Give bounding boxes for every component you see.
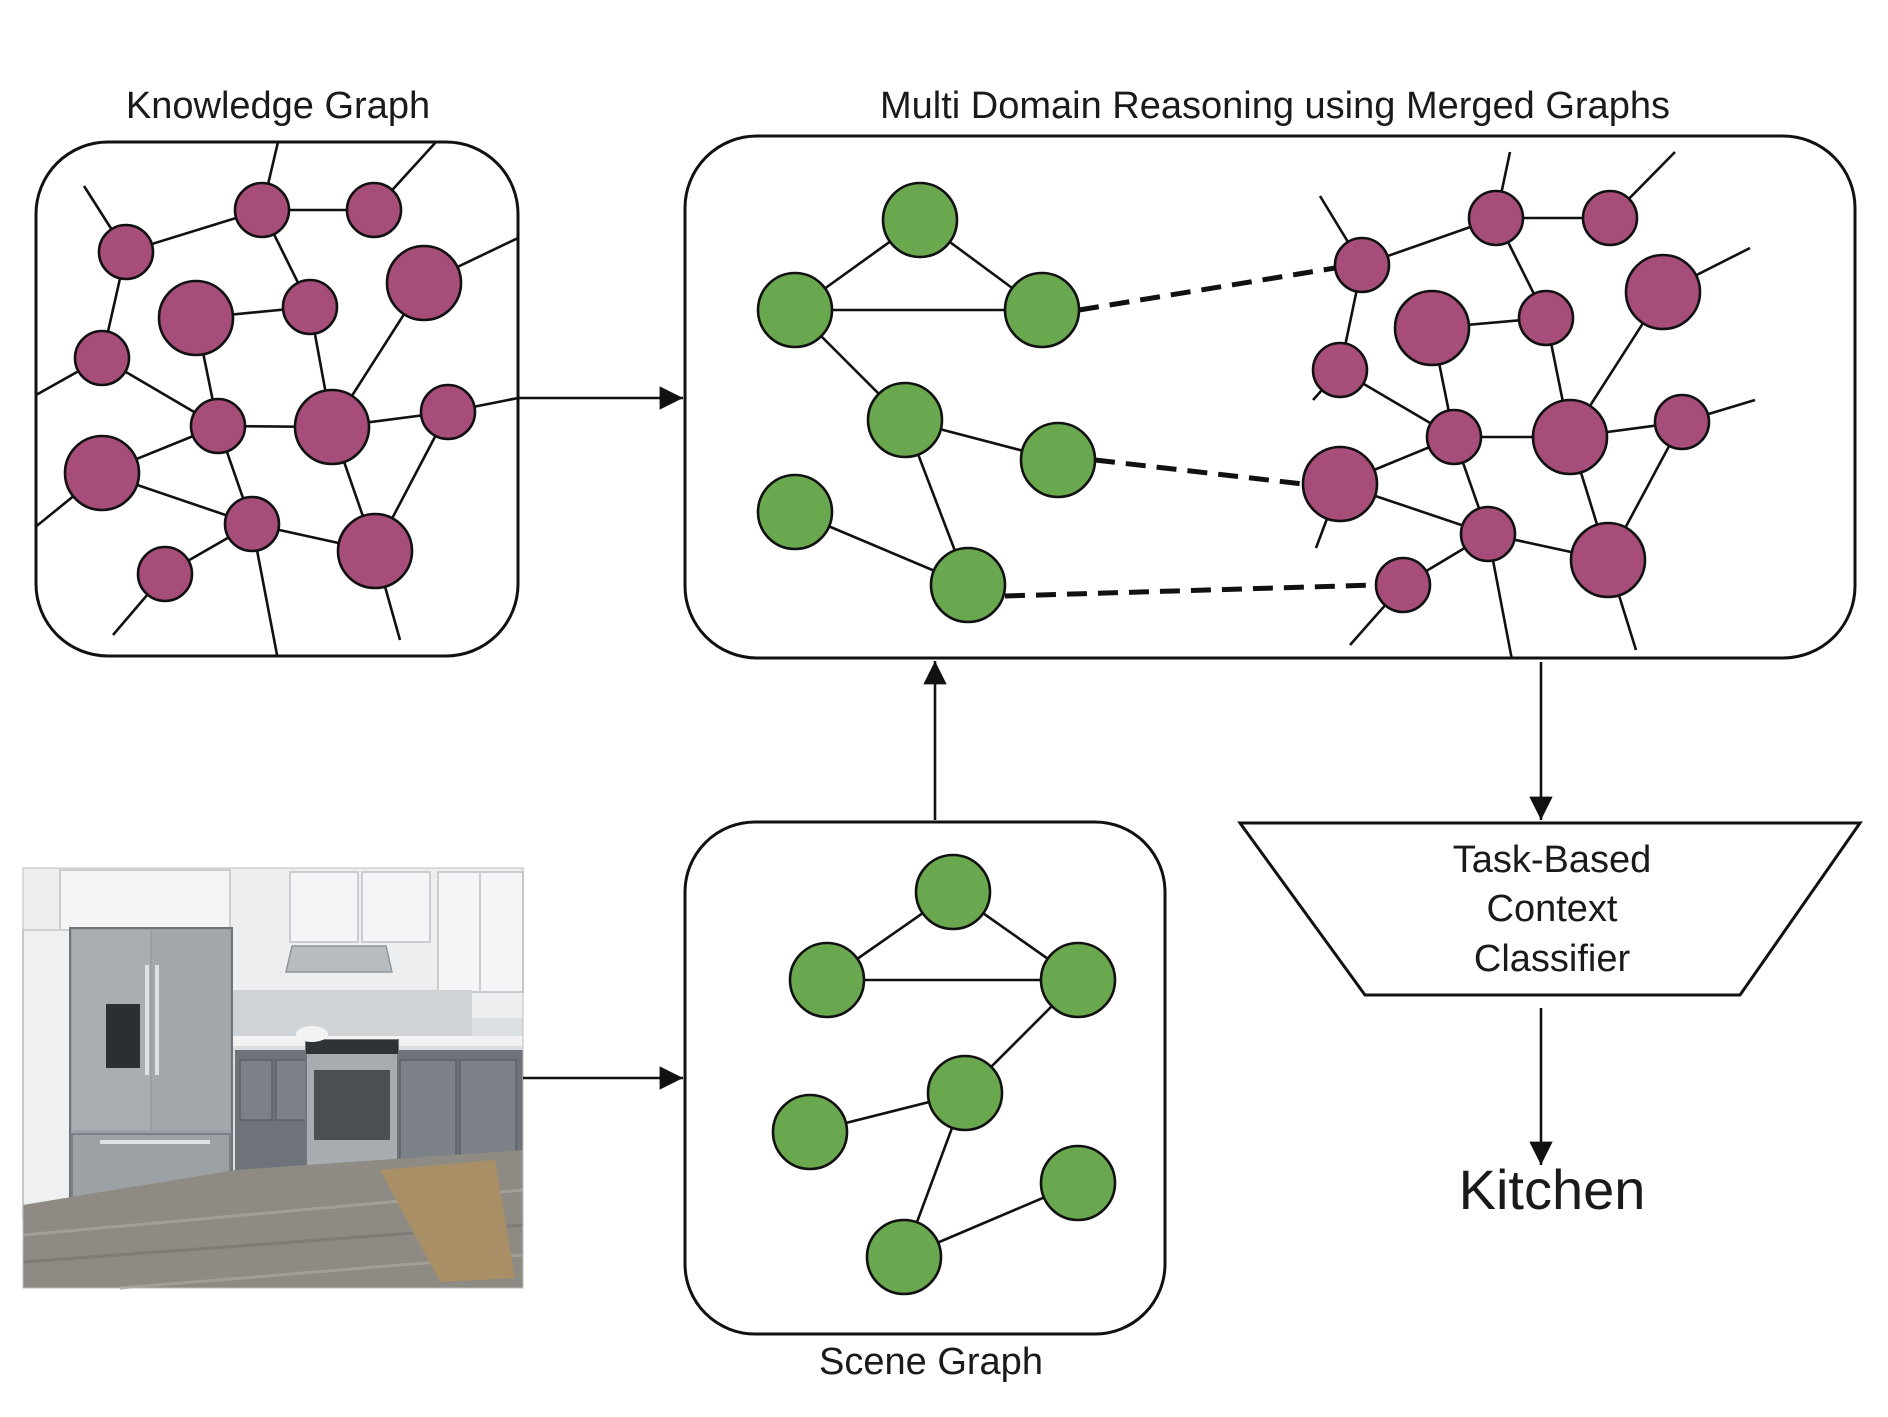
merged-graph-knowledge-node-6 <box>1517 289 1575 347</box>
merged-graph-knowledge-node-1 <box>1333 236 1391 294</box>
merged-graph-scene-node-6 <box>756 473 834 551</box>
knowledge-graph-node-3 <box>345 181 403 239</box>
knowledge-graph-node-14 <box>336 512 414 590</box>
merged-graph-nodes <box>756 181 1711 624</box>
merged-graphs-panel <box>683 134 1857 660</box>
scene-graph-nodes <box>771 853 1117 1296</box>
classifier-label-line-3: Classifier <box>1474 938 1631 980</box>
merged-graph-scene-node-3 <box>1003 271 1081 349</box>
knowledge-graph-nodes <box>63 181 477 603</box>
scene-graph-node-1 <box>914 853 992 931</box>
cross-domain-link <box>1094 457 1304 487</box>
knowledge-graph-node-7 <box>73 329 131 387</box>
knowledge-graph-node-6 <box>281 278 339 336</box>
task-based-context-classifier: Task-Based Context Classifier <box>1237 821 1863 997</box>
merged-graph-scene-node-4 <box>866 381 944 459</box>
knowledge-graph-node-1 <box>97 223 155 281</box>
merged-graph-scene-node-5 <box>1019 421 1097 499</box>
knowledge-graph-node-10 <box>419 383 477 441</box>
knowledge-graph-node-8 <box>189 397 247 455</box>
merged-graph-knowledge-node-9 <box>1531 398 1609 476</box>
classifier-label-line-2: Context <box>1487 888 1618 930</box>
output-label-kitchen: Kitchen <box>1459 1158 1646 1221</box>
knowledge-graph-node-11 <box>63 434 141 512</box>
knowledge-graph-node-9 <box>293 388 371 466</box>
merged-graph-knowledge-node-13 <box>1374 556 1432 614</box>
knowledge-graph-node-2 <box>233 181 291 239</box>
merged-graph-scene-node-2 <box>756 271 834 349</box>
knowledge-graph-node-5 <box>157 279 235 357</box>
knowledge-graph-node-4 <box>385 244 463 322</box>
scene-graph-node-3 <box>1039 941 1117 1019</box>
scene-graph-node-4 <box>926 1054 1004 1132</box>
merged-graph-knowledge-node-14 <box>1569 521 1647 599</box>
scene-graph-node-5 <box>771 1093 849 1171</box>
merged-graph-knowledge-node-3 <box>1581 189 1639 247</box>
classifier-label-line-1: Task-Based <box>1453 839 1652 881</box>
scene-graph-node-2 <box>788 941 866 1019</box>
merged-graph-scene-node-1 <box>881 181 959 259</box>
merged-graph-knowledge-node-8 <box>1425 408 1483 466</box>
scene-graph-panel <box>683 820 1167 1336</box>
merged-graph-knowledge-node-7 <box>1311 341 1369 399</box>
merged-graph-knowledge-node-5 <box>1393 289 1471 367</box>
merged-graph-knowledge-node-4 <box>1624 253 1702 331</box>
merged-graph-knowledge-node-2 <box>1467 189 1525 247</box>
cross-domain-link <box>1004 582 1377 599</box>
knowledge-graph-panel <box>34 140 520 658</box>
scene-graph-node-6 <box>1039 1144 1117 1222</box>
merged-graphs-title: Multi Domain Reasoning using Merged Grap… <box>880 85 1670 127</box>
scene-graph-title: Scene Graph <box>819 1341 1043 1383</box>
cross-domain-links <box>1004 265 1377 599</box>
merged-graph-scene-node-7 <box>929 546 1007 624</box>
merged-graph-knowledge-node-11 <box>1301 445 1379 523</box>
knowledge-graph-node-12 <box>223 495 281 553</box>
merged-graph-knowledge-node-12 <box>1459 505 1517 563</box>
scene-graph-node-7 <box>865 1218 943 1296</box>
knowledge-graph-title: Knowledge Graph <box>126 85 430 127</box>
cross-domain-link <box>1078 265 1336 313</box>
merged-graph-knowledge-node-10 <box>1653 393 1711 451</box>
kitchen-photo <box>22 867 524 1290</box>
flow-arrows <box>518 386 1553 1165</box>
knowledge-graph-node-13 <box>136 545 194 603</box>
